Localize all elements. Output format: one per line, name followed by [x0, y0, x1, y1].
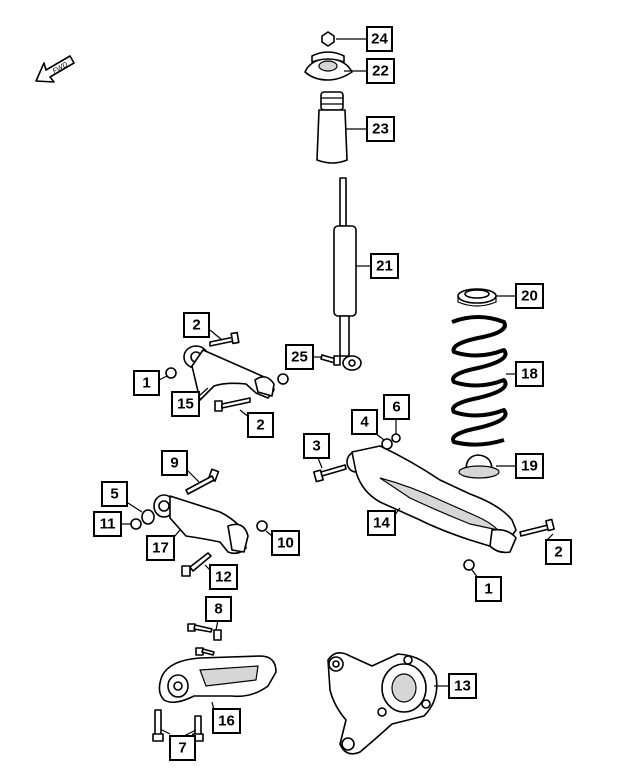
callout-label: 14 — [373, 515, 390, 532]
callout-22[interactable] — [366, 58, 395, 84]
nut-upper-left — [165, 367, 177, 379]
callout-5[interactable] — [101, 481, 128, 507]
callout-label: 23 — [372, 121, 389, 138]
bolt-right — [519, 518, 555, 537]
callout-label: 7 — [178, 740, 186, 757]
callout-19[interactable] — [515, 453, 544, 479]
callout-13[interactable] — [448, 673, 477, 699]
callout-label: 8 — [214, 601, 222, 618]
callout-label: 22 — [372, 63, 389, 80]
callout-label: 10 — [277, 535, 294, 552]
nut-11 — [130, 518, 142, 530]
callout-label: 1 — [484, 581, 492, 598]
callout-label: 11 — [100, 516, 116, 533]
callout-label: 25 — [291, 349, 308, 366]
callout-17[interactable] — [146, 535, 175, 561]
nut-10 — [256, 520, 268, 532]
bolt-12 — [181, 552, 212, 577]
knuckle — [327, 652, 438, 755]
callout-label: 2 — [554, 544, 562, 561]
bolts-8 — [187, 623, 222, 656]
fwd-label: FWD — [52, 61, 69, 75]
callout-label: 4 — [360, 414, 369, 431]
callout-label: 17 — [152, 540, 169, 557]
callout-6[interactable] — [383, 394, 410, 420]
callout-label: 13 — [454, 678, 471, 695]
trailing-arm — [158, 655, 277, 704]
callout-label: 12 — [215, 569, 232, 586]
callout-label: 20 — [521, 288, 538, 305]
nut-6 — [391, 433, 401, 443]
bolt-spring-link — [313, 464, 347, 483]
shock-bolt — [320, 354, 341, 366]
callout-15[interactable] — [171, 391, 200, 417]
callout-group: 24 22 23 21 20 18 19 25 2 1 — [93, 26, 572, 761]
callout-16[interactable] — [212, 708, 241, 734]
callout-11[interactable] — [93, 511, 122, 537]
callout-8[interactable] — [205, 596, 232, 622]
callout-21[interactable] — [370, 253, 399, 279]
callout-1[interactable] — [475, 576, 502, 602]
bolt-lower — [214, 397, 251, 412]
callout-label: 18 — [521, 366, 538, 383]
nut-right — [463, 559, 475, 571]
callout-2[interactable] — [545, 539, 572, 565]
callout-label: 21 — [376, 258, 393, 275]
washer-5 — [141, 509, 155, 525]
bolt-toe-link — [185, 468, 220, 495]
upper-spring-isolator — [457, 288, 497, 307]
callout-label: 24 — [371, 31, 388, 48]
callout-label: 1 — [142, 375, 150, 392]
callout-label: 15 — [177, 396, 194, 413]
shock-absorber — [333, 177, 362, 371]
callout-label: 6 — [392, 399, 400, 416]
bolt-upper — [209, 331, 240, 347]
upper-mount — [304, 51, 353, 81]
lower-spring-isolator — [458, 454, 500, 479]
top-nut — [321, 31, 335, 47]
callout-23[interactable] — [366, 116, 395, 142]
callout-24[interactable] — [366, 26, 393, 52]
bolts-7 — [152, 709, 204, 742]
callout-10[interactable] — [271, 530, 300, 556]
callout-1[interactable] — [133, 370, 160, 396]
callout-9[interactable] — [161, 450, 188, 476]
callout-14[interactable] — [367, 510, 396, 536]
lower-spring-link — [346, 445, 517, 554]
callout-label: 5 — [110, 486, 118, 503]
callout-2[interactable] — [183, 312, 210, 338]
callout-12[interactable] — [209, 564, 238, 590]
callout-25[interactable] — [285, 344, 314, 370]
callout-18[interactable] — [515, 361, 544, 387]
callout-label: 2 — [256, 417, 264, 434]
callout-label: 19 — [521, 458, 538, 475]
dust-boot — [316, 91, 348, 164]
coil-spring — [451, 315, 508, 447]
callout-label: 9 — [170, 455, 178, 472]
callout-label: 2 — [192, 317, 200, 334]
callout-4[interactable] — [351, 409, 378, 435]
callout-20[interactable] — [515, 283, 544, 309]
forward-arrow-icon: FWD — [35, 55, 75, 83]
callout-7[interactable] — [169, 735, 196, 761]
callout-label: 16 — [218, 713, 235, 730]
nut-upper-right — [277, 373, 289, 385]
callout-label: 3 — [312, 438, 320, 455]
callout-3[interactable] — [303, 433, 330, 459]
upper-control-arm — [183, 345, 275, 401]
callout-2[interactable] — [247, 412, 274, 438]
toe-link — [153, 494, 249, 555]
